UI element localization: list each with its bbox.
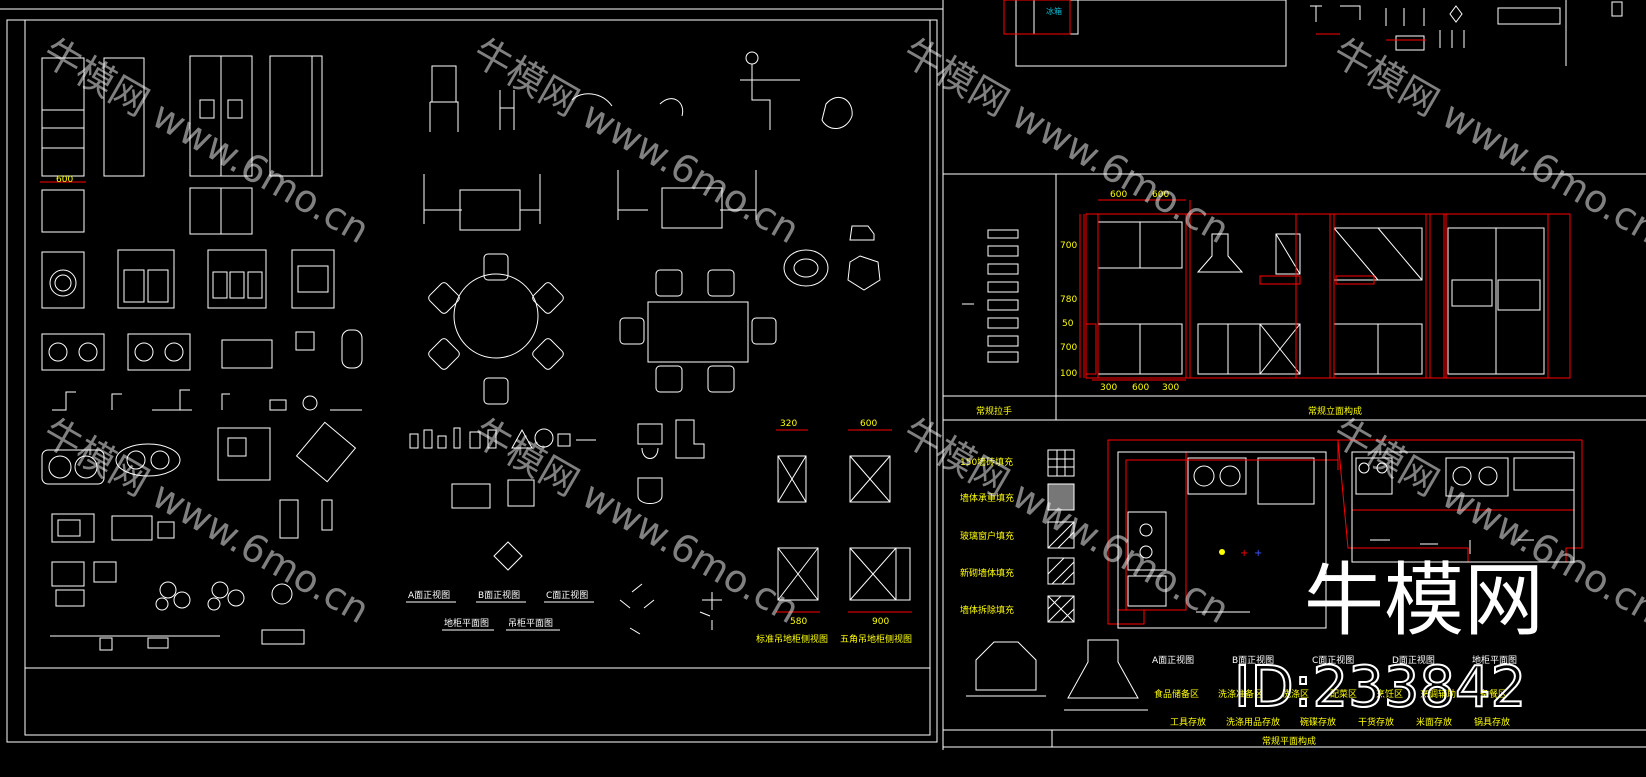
fill-label-demolish: 墙体拆除填充 — [960, 604, 1014, 616]
elev-side-dim-5: 100 — [1060, 369, 1077, 379]
plan-room-lines — [1117, 451, 1575, 629]
kitchen-items-row — [409, 419, 705, 571]
storage-label-5: 米面存放 — [1416, 716, 1452, 728]
fridge-dim-label: 600 — [56, 175, 73, 185]
watermarks: 牛模网 www.6mo.cn 牛模网 www.6mo.cn 牛模网 www.6m… — [36, 30, 1646, 632]
zone-label-7: 备餐区 — [1480, 688, 1507, 700]
watermark-4: 牛模网 www.6mo.cn — [1326, 30, 1646, 252]
storage-label-1: 工具存放 — [1170, 716, 1206, 728]
elevation-caption: 常规立面构成 — [1308, 405, 1362, 417]
elev-dim-lines — [1079, 199, 1186, 381]
appliance-icons — [41, 249, 363, 651]
elev-side-dim-1: 700 — [1060, 241, 1077, 251]
brand-id: ID:233842 — [1234, 655, 1526, 720]
faucet-icons — [52, 389, 362, 411]
round-table-icon — [428, 253, 564, 405]
fill-label-new-wall: 新砌墙体填充 — [960, 567, 1014, 579]
elevation-red-frames — [1003, 0, 1571, 379]
elev-side-dim-2: 780 — [1060, 295, 1077, 305]
cabinet-dim-lines — [776, 429, 912, 613]
elev-bottom-dim-2: 600 — [1132, 383, 1149, 393]
watermark-1: 牛模网 www.6mo.cn — [36, 30, 377, 252]
handle-icons — [962, 229, 1019, 363]
cabinet-dim-600: 600 — [860, 419, 877, 429]
cabinet-caption-standard: 标准吊地柜侧视图 — [756, 633, 828, 645]
zone-label-2: 洗涤准备区 — [1218, 688, 1263, 700]
elevation-cabinets — [1097, 221, 1545, 375]
cabinet-caption-corner: 五角吊地柜侧视图 — [840, 633, 912, 645]
plan-view-c: C面正视图 — [1312, 654, 1354, 666]
fridge-tag: 冰箱 — [1046, 6, 1062, 16]
elev-top-dim-2: 600 — [1152, 190, 1169, 200]
brand-logo-text: 牛模网 — [1304, 554, 1544, 647]
zone-label-4: 配菜区 — [1330, 688, 1357, 700]
zone-label-6: 烹调辅助 — [1420, 688, 1456, 700]
fill-label-glass: 玻璃窗户填充 — [960, 530, 1014, 542]
outlet-marker: + — [1240, 548, 1248, 559]
rect-table-icon — [619, 269, 777, 393]
watermark-3: 牛模网 www.6mo.cn — [896, 30, 1237, 252]
hood-icon-1 — [966, 641, 1046, 697]
elev-side-dim-3: 50 — [1062, 319, 1074, 329]
view-label-c: C面正视图 — [546, 589, 588, 601]
plan-view-b: B面正视图 — [1232, 654, 1274, 666]
plan-details — [1127, 457, 1575, 607]
plan-view-d: D面正视图 — [1392, 654, 1435, 666]
cabinet-side-views — [777, 455, 911, 601]
watermark-5: 牛模网 www.6mo.cn — [36, 410, 377, 632]
arrow-symbols — [619, 583, 722, 635]
hood-icon-2 — [1064, 639, 1148, 711]
plan-label-base: 地柜平面图 — [444, 617, 489, 629]
elev-top-dim-1: 600 — [1110, 190, 1127, 200]
view-label-a: A面正视图 — [408, 589, 450, 601]
storage-label-6: 锅具存放 — [1474, 716, 1510, 728]
view-label-b: B面正视图 — [478, 589, 520, 601]
left-panel — [0, 0, 944, 750]
basin-icons — [783, 225, 881, 291]
storage-label-4: 干货存放 — [1358, 716, 1394, 728]
cabinet-dim-320: 320 — [780, 419, 797, 429]
elev-side-dim-4: 700 — [1060, 343, 1077, 353]
cabinet-dim-580: 580 — [790, 617, 807, 627]
storage-label-3: 碗碟存放 — [1300, 716, 1336, 728]
zone-label-5: 烹饪区 — [1376, 688, 1403, 700]
plan-label-wall: 吊柜平面图 — [508, 617, 553, 629]
plan-caption: 常规平面构成 — [1262, 735, 1316, 747]
fridge-icons — [41, 55, 323, 235]
fill-swatches — [1047, 449, 1075, 623]
storage-label-2: 洗涤用品存放 — [1226, 716, 1280, 728]
left-inner-frame — [24, 19, 931, 736]
chair-icons — [423, 51, 853, 231]
elev-bottom-dim-3: 300 — [1162, 383, 1179, 393]
zone-label-1: 食品储备区 — [1154, 688, 1199, 700]
plan-view-a: A面正视图 — [1152, 654, 1194, 666]
label-underlines — [406, 601, 594, 631]
plan-view-base: 地柜平面图 — [1472, 654, 1517, 666]
elev-bottom-dim-1: 300 — [1100, 383, 1117, 393]
fill-label-bearing: 墙体承重填充 — [960, 492, 1014, 504]
fill-label-tile: 150墙砖填充 — [960, 456, 1013, 468]
cabinet-dim-900: 900 — [872, 617, 889, 627]
handle-caption: 常规拉手 — [976, 405, 1012, 417]
zone-label-3: 洗涤区 — [1282, 688, 1309, 700]
light-marker — [1219, 549, 1225, 555]
switch-marker: + — [1254, 548, 1262, 559]
